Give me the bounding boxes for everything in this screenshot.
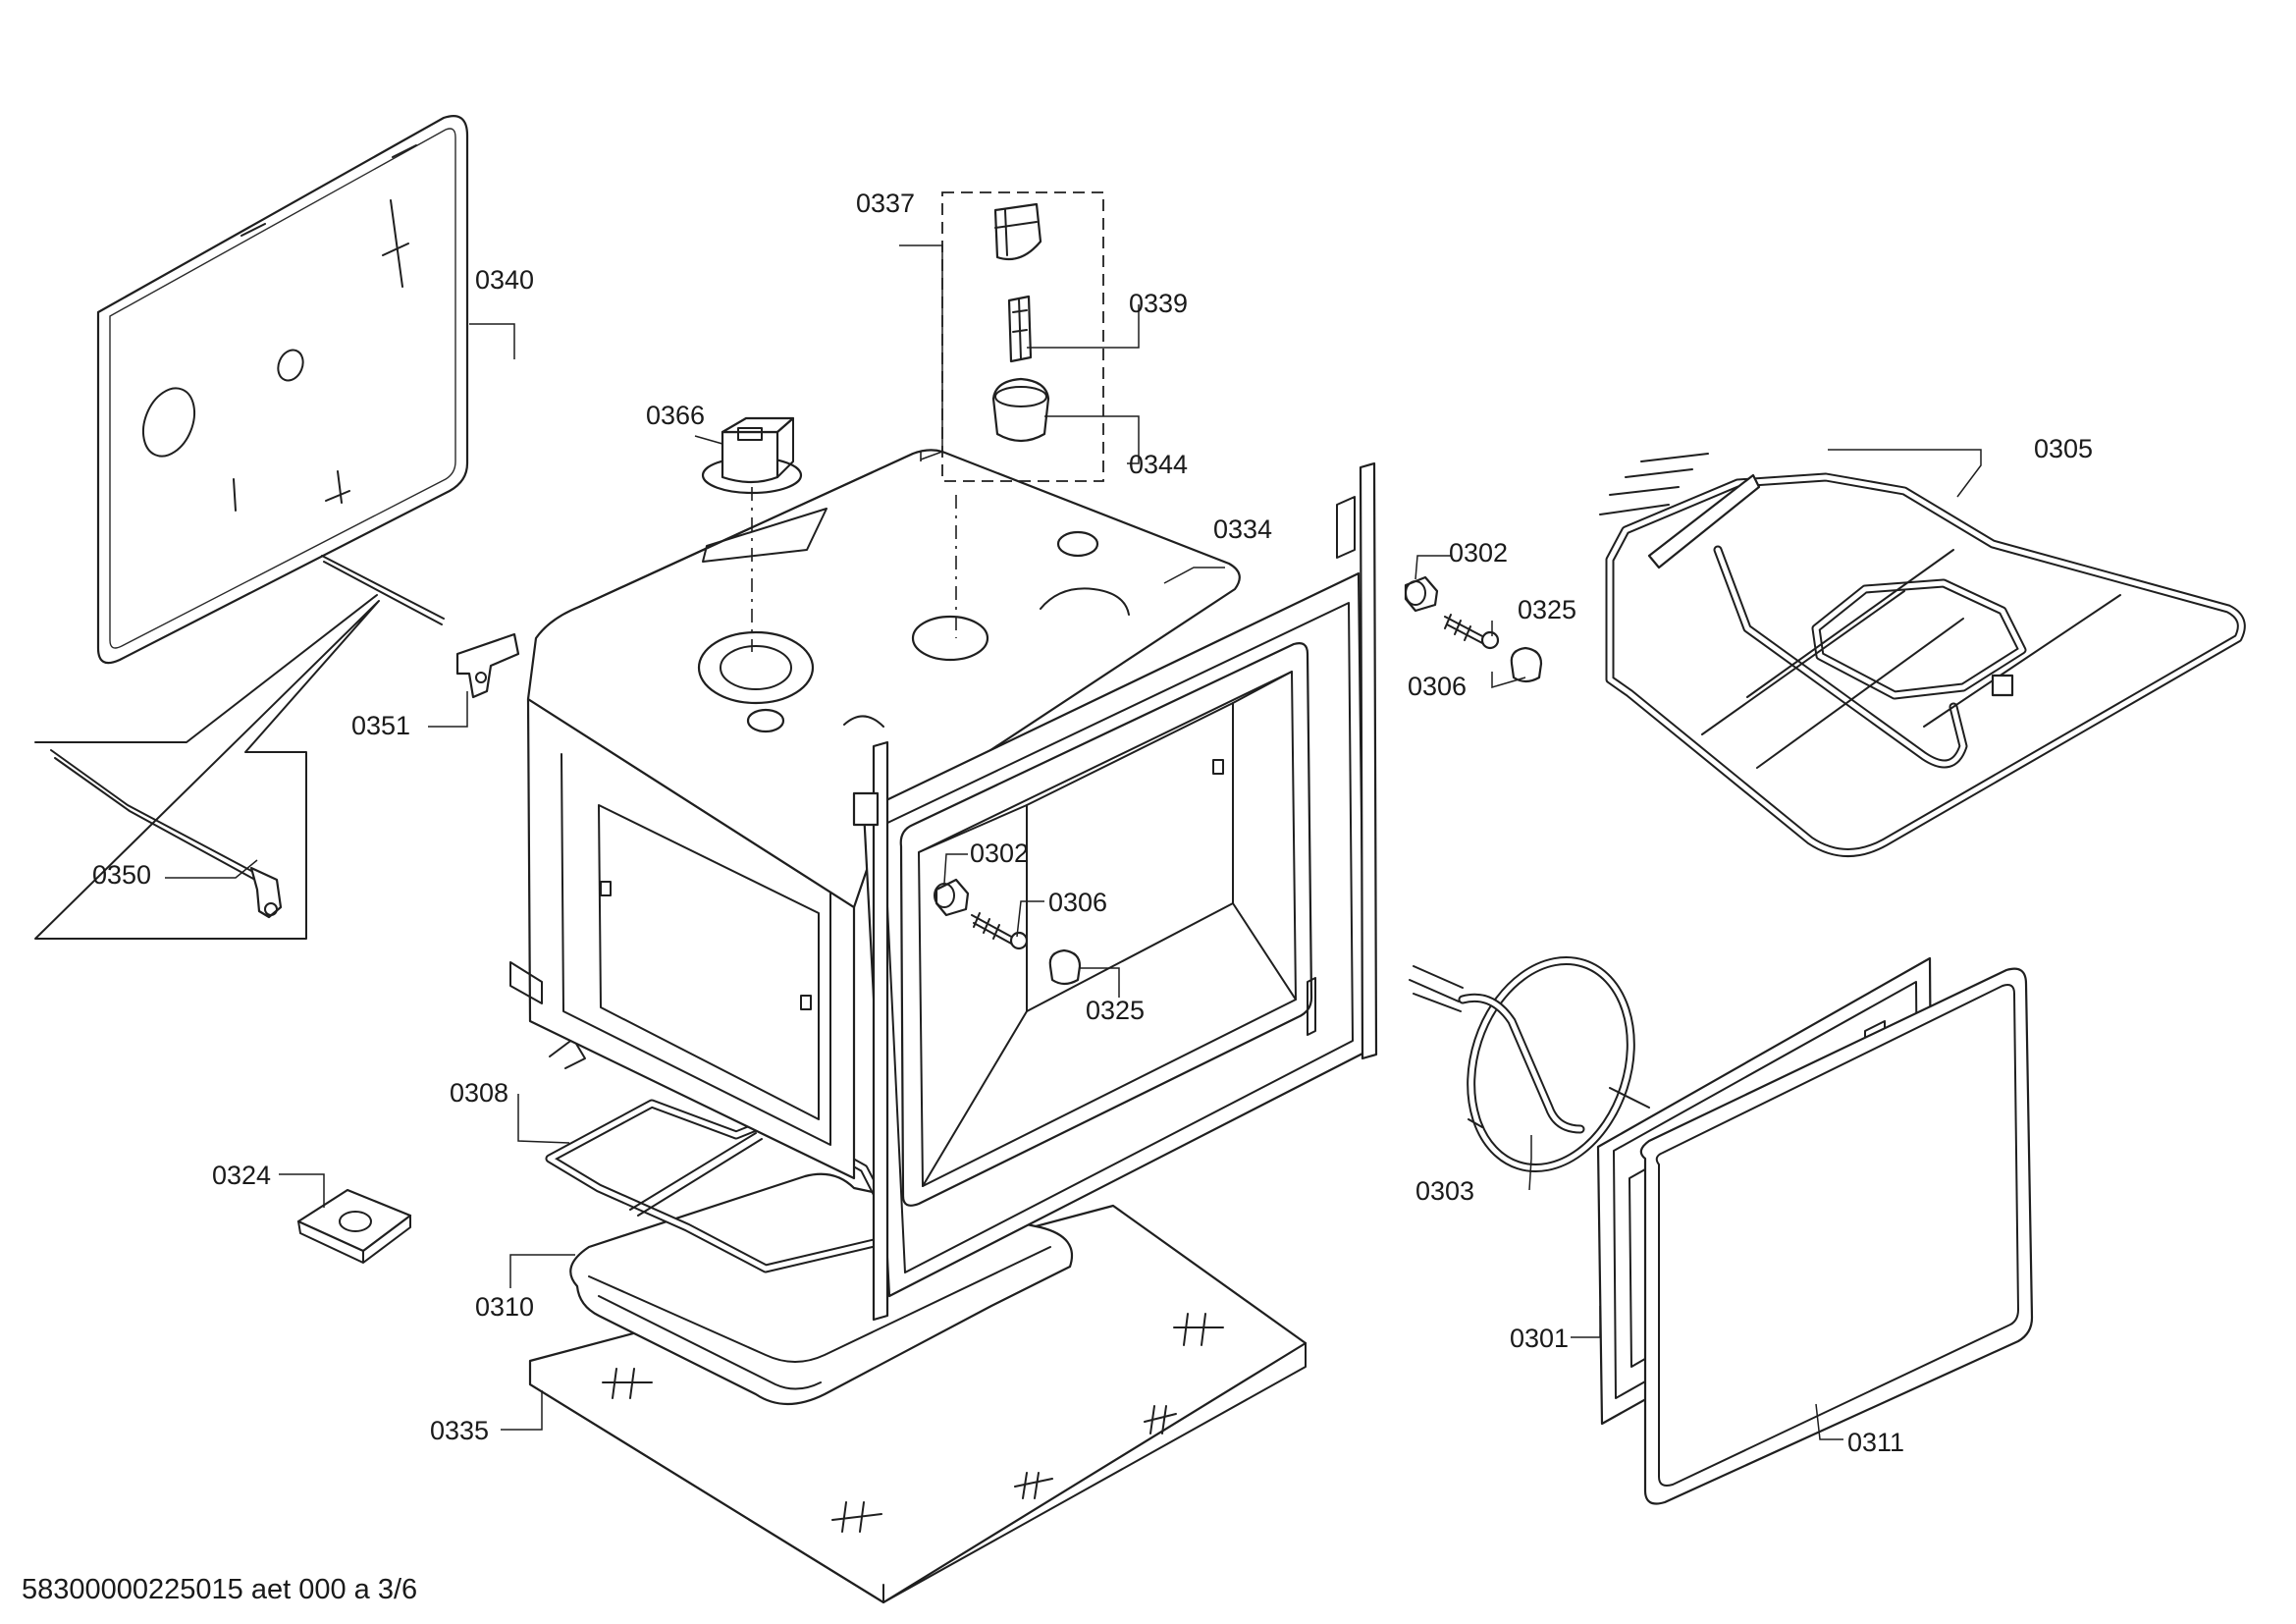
callout-0325-front: 0325 xyxy=(1086,996,1145,1025)
callout-0366: 0366 xyxy=(646,401,705,430)
hardware-upper-right xyxy=(1404,575,1543,683)
part-0366-fan-housing xyxy=(701,416,803,495)
inset-0350-detail xyxy=(34,594,380,940)
document-code: 58300000225015 aet 000 a 3/6 xyxy=(22,1574,417,1605)
hardware-front-left xyxy=(934,878,1082,986)
callout-0306-front: 0306 xyxy=(1048,888,1107,917)
callout-0308: 0308 xyxy=(450,1078,508,1108)
callout-0302-upper: 0302 xyxy=(1449,538,1508,568)
callout-0350: 0350 xyxy=(92,860,151,890)
leader-lines xyxy=(165,244,1982,1440)
callout-0344: 0344 xyxy=(1129,450,1188,479)
part-0303-ring-heater xyxy=(1409,955,1650,1173)
part-0337-lamp-assembly xyxy=(941,191,1104,482)
callout-0351: 0351 xyxy=(351,711,410,740)
callout-0337: 0337 xyxy=(856,189,915,218)
callout-0324: 0324 xyxy=(212,1161,271,1190)
part-0351-bracket xyxy=(321,555,520,699)
callout-labels: 0337 0339 0344 0340 0366 0334 0302 0325 … xyxy=(92,189,2093,1457)
callout-0339: 0339 xyxy=(1129,289,1188,318)
callout-0305: 0305 xyxy=(2034,434,2093,463)
callout-0301: 0301 xyxy=(1510,1324,1569,1353)
callout-0325-upper: 0325 xyxy=(1518,595,1576,624)
callout-0334: 0334 xyxy=(1213,514,1272,544)
callout-0310: 0310 xyxy=(475,1292,534,1322)
centerlines xyxy=(751,452,957,652)
callout-0302-front: 0302 xyxy=(970,839,1029,868)
part-0311-door-seal xyxy=(1639,967,2034,1505)
callout-0311: 0311 xyxy=(1847,1428,1904,1457)
callout-0303: 0303 xyxy=(1415,1176,1474,1206)
part-0324-plate xyxy=(296,1188,412,1264)
part-0334-oven-cavity xyxy=(509,449,1378,1322)
part-0340-rear-panel xyxy=(96,115,469,665)
callout-0306-upper: 0306 xyxy=(1408,672,1467,701)
callout-0340: 0340 xyxy=(475,265,534,295)
part-0305-grill-element xyxy=(1599,453,2246,857)
callout-0335: 0335 xyxy=(430,1416,489,1445)
